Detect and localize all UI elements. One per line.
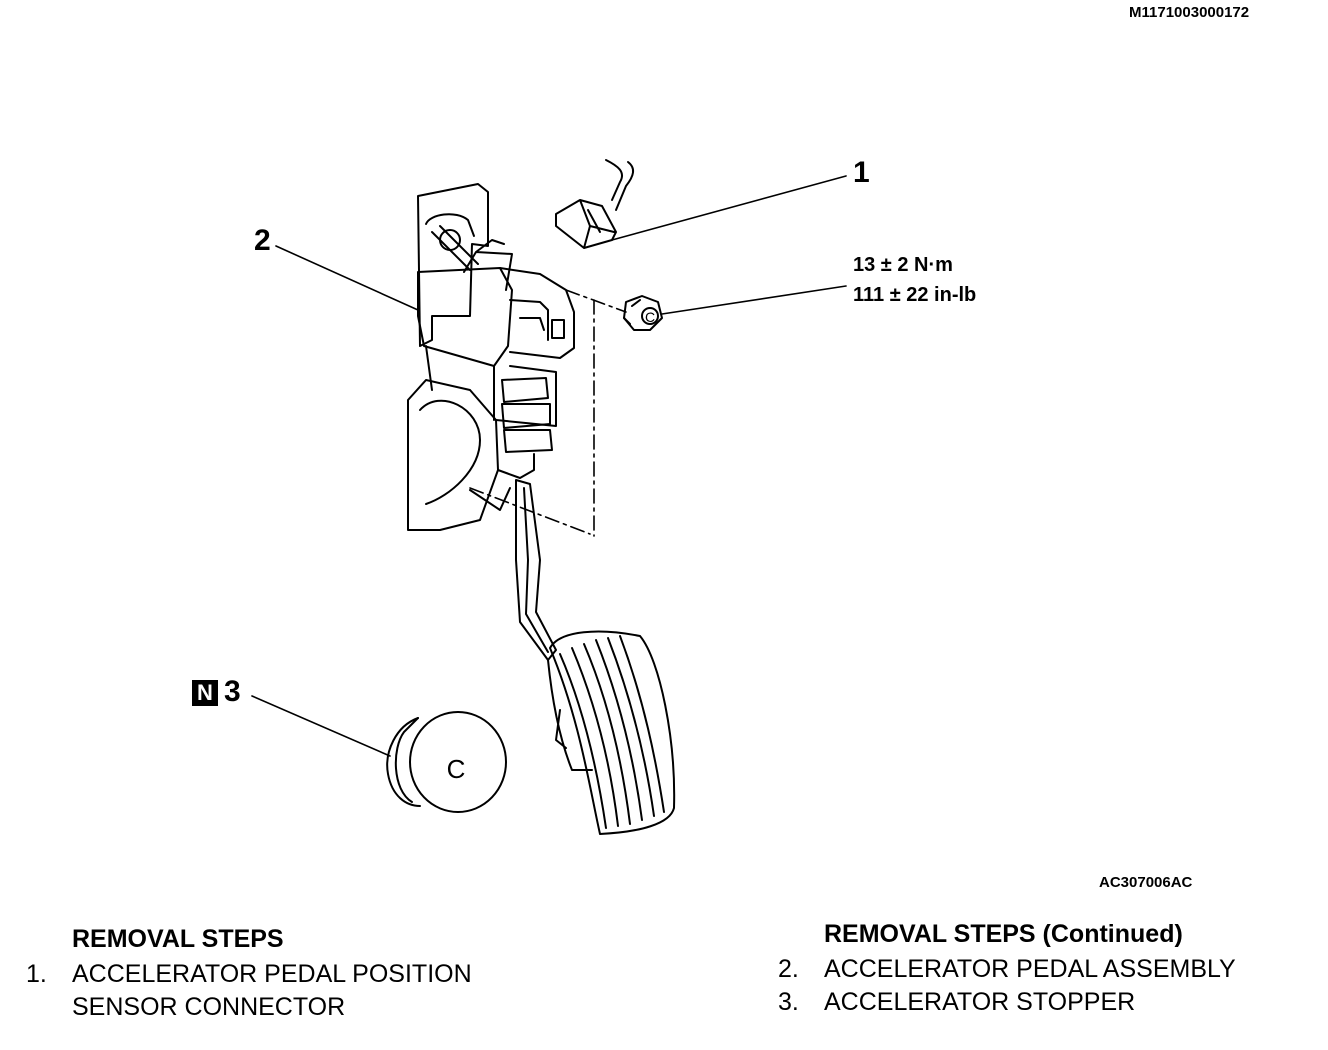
nut-icon <box>623 295 663 331</box>
sensor-housing <box>417 267 513 367</box>
step-1-number: 1. <box>26 960 47 988</box>
stopper-mark: C <box>447 754 466 784</box>
pivot-hole <box>439 229 461 251</box>
step-3-number: 3. <box>778 988 799 1016</box>
step-2-number: 2. <box>778 955 799 983</box>
removal-steps-continued-heading: REMOVAL STEPS (Continued) <box>824 920 1183 948</box>
alignment-line-lower <box>469 487 591 535</box>
step-3-label: ACCELERATOR STOPPER <box>824 988 1136 1016</box>
figure-id: AC307006AC <box>1099 874 1193 891</box>
torque-metric: 13 ± 2 N·m <box>853 254 953 276</box>
connector-cable <box>605 159 634 211</box>
non-reusable-badge: N <box>192 680 218 706</box>
alignment-line-upper <box>565 289 627 313</box>
nut-mark: C <box>645 309 655 325</box>
sensor-connector <box>555 199 617 249</box>
step-2-label: ACCELERATOR PEDAL ASSEMBLY <box>824 955 1236 983</box>
mounting-plate <box>417 183 489 347</box>
step-1-label-line1: ACCELERATOR PEDAL POSITION <box>72 960 472 988</box>
removal-steps-heading: REMOVAL STEPS <box>72 925 284 953</box>
leader-torque <box>661 285 847 315</box>
leader-1 <box>611 175 847 241</box>
torque-imperial: 111 ± 22 in-lb <box>853 284 977 306</box>
pedal-arm <box>515 479 557 661</box>
step-1-label-line2: SENSOR CONNECTOR <box>72 993 346 1021</box>
callout-1: 1 <box>853 156 870 189</box>
leader-2 <box>275 245 419 311</box>
callout-2: 2 <box>254 224 271 257</box>
accelerator-stopper <box>386 711 507 813</box>
leader-3 <box>251 695 391 757</box>
pedal-pad <box>547 630 676 835</box>
document-id: M1171003000172 <box>1129 4 1250 21</box>
callout-3: 3 <box>224 675 241 708</box>
